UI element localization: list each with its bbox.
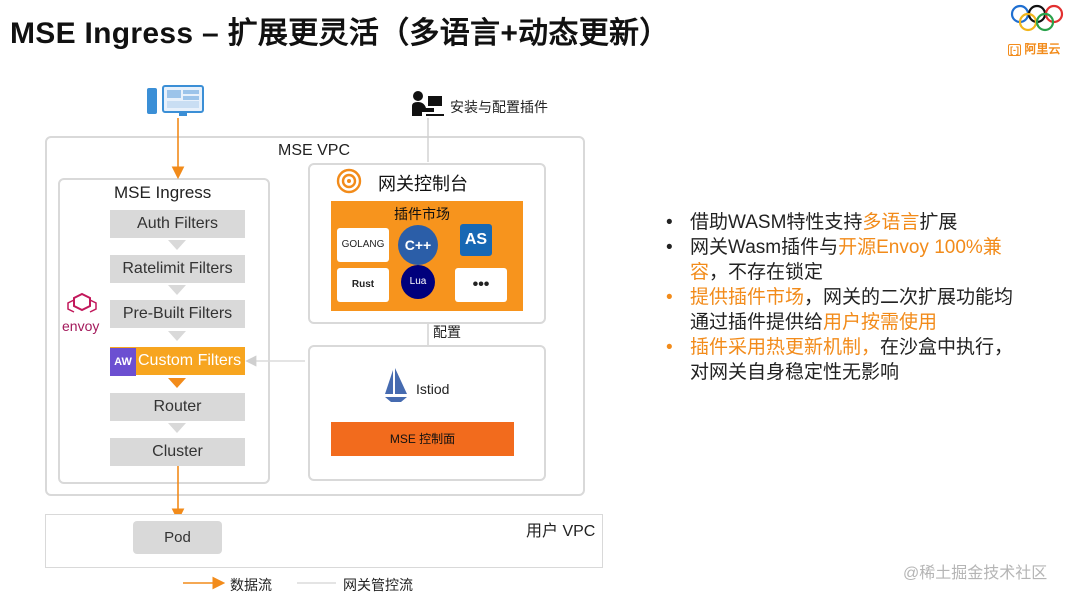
ratelimit-filters: Ratelimit Filters <box>110 255 245 283</box>
istiod-label: Istiod <box>416 381 450 397</box>
olympic-rings-icon <box>1010 4 1064 32</box>
brand-logo-text: [-] 阿里云 <box>1008 42 1061 56</box>
user-vpc-box <box>45 514 603 568</box>
flow-arrow <box>168 285 186 295</box>
user-vpc-label: 用户 VPC <box>526 523 596 540</box>
bullet-item: •借助WASM特性支持多语言扩展 <box>666 212 958 233</box>
flow-arrow <box>168 378 186 388</box>
legend-control-flow: 网关管控流 <box>343 577 413 593</box>
istiod-box <box>308 345 546 481</box>
envoy-label: envoy <box>62 318 100 334</box>
flow-arrow <box>168 240 186 250</box>
mse-vpc-label: MSE VPC <box>278 142 351 159</box>
page-title: MSE Ingress – 扩展更灵活（多语言+动态更新） <box>10 17 670 50</box>
console-label: 网关控制台 <box>378 174 468 194</box>
cpp-plugin-icon: C++ <box>398 225 438 265</box>
config-label: 配置 <box>433 324 461 340</box>
bullet-list: •借助WASM特性支持多语言扩展 •网关Wasm插件与开源Envoy 100%兼… <box>662 210 1032 385</box>
router-filter: Router <box>110 393 245 421</box>
admin-user-icon <box>412 91 444 116</box>
install-label: 安装与配置插件 <box>450 99 548 115</box>
more-plugins-icon: ••• <box>455 268 507 302</box>
flow-arrow <box>168 423 186 433</box>
bullet-item: •提供插件市场，网关的二次扩展功能均通过插件提供给用户按需使用 <box>666 287 1014 333</box>
computer-icon <box>147 85 204 116</box>
console-logo-icon <box>336 168 362 194</box>
cluster-filter: Cluster <box>110 438 245 466</box>
assemblyscript-plugin-icon: AS <box>460 224 492 256</box>
plugin-market-label: 插件市场 <box>394 206 450 222</box>
auth-filters: Auth Filters <box>110 210 245 238</box>
envoy-logo-icon <box>67 292 97 313</box>
control-plane-box: MSE 控制面 <box>331 422 514 456</box>
wasm-badge-icon: AW <box>110 348 136 376</box>
flow-arrow <box>168 331 186 341</box>
ingress-label: MSE Ingress <box>114 183 212 202</box>
lua-plugin-icon: Lua <box>401 265 435 299</box>
legend-data-flow: 数据流 <box>230 577 272 593</box>
golang-plugin-icon: GOLANG <box>337 228 389 262</box>
watermark: @稀土掘金技术社区 <box>903 565 1048 582</box>
pod-box: Pod <box>133 521 222 554</box>
istio-logo-icon <box>385 368 407 402</box>
prebuilt-filters: Pre-Built Filters <box>110 300 245 328</box>
rust-plugin-icon: Rust <box>337 268 389 302</box>
bullet-item: •网关Wasm插件与开源Envoy 100%兼容，不存在锁定 <box>666 237 1002 283</box>
bullet-item: •插件采用热更新机制，在沙盒中执行，对网关自身稳定性无影响 <box>666 337 1014 383</box>
